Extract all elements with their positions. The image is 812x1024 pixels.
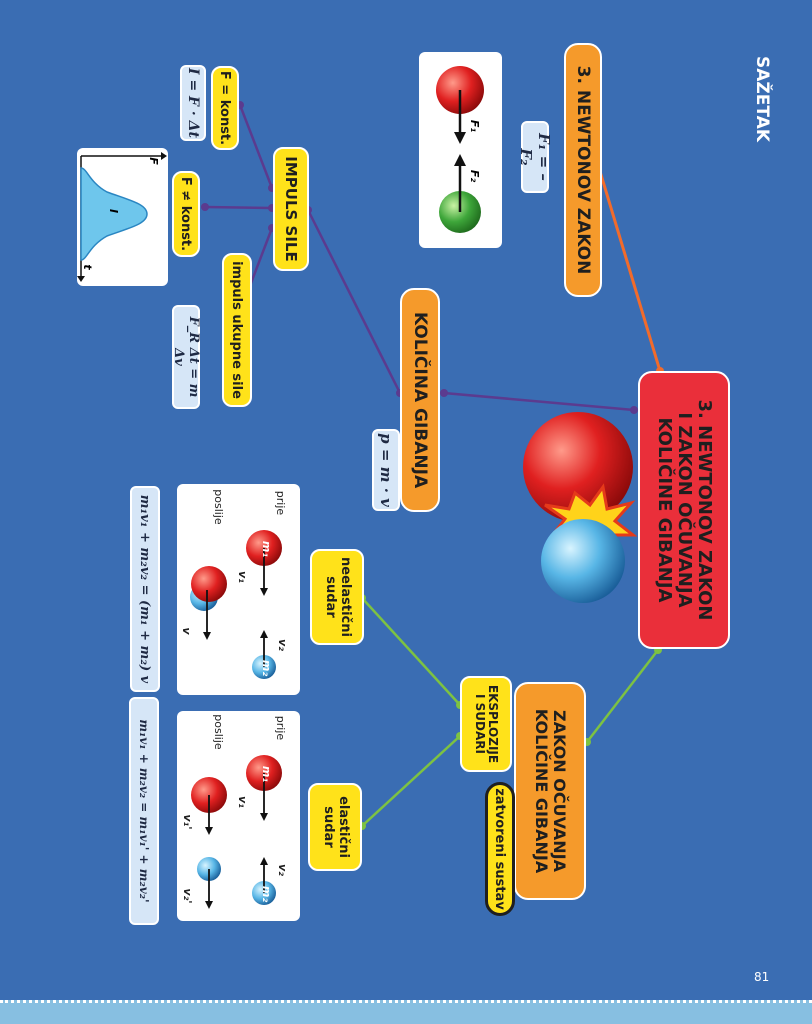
collision-illustration	[523, 412, 638, 603]
newton3-node: 3. NEWTONOV ZAKON	[564, 43, 602, 297]
elastic-drawing	[191, 755, 282, 909]
forces-card: F₁ F₂	[419, 52, 502, 248]
zatvoreni-sustav-pill: zatvoreni sustav	[485, 782, 515, 916]
inelastic-v2: v₂	[276, 639, 290, 651]
link-eksplozije-elasticni	[361, 735, 461, 827]
graph-axis-f: F	[147, 157, 161, 165]
impuls-node: IMPULS SILE	[273, 147, 309, 271]
elastic-v1: v₁	[236, 796, 250, 808]
zakon-node: ZAKON OČUVANJA KOLIČINE GIBANJA	[514, 682, 586, 900]
blue-ball-icon	[541, 519, 625, 603]
impulse-formula: I = F · Δt	[180, 65, 206, 141]
impulse-area	[80, 167, 148, 261]
inelastic-m1-after-icon	[191, 566, 227, 602]
elastic-before: prije	[274, 715, 288, 741]
elasticni-node: elastični sudar	[308, 783, 362, 871]
main-node: 3. NEWTONOV ZAKON I ZAKON OČUVANJA KOLIČ…	[638, 371, 730, 649]
link-impuls-kolicina	[306, 209, 402, 394]
label-f2: F₂	[468, 169, 482, 183]
inelastic-card: prije poslije m₁ m₂ v₁ v₂ v	[177, 484, 300, 695]
elastic-v2-prime: v₂'	[181, 888, 195, 904]
page-number: 81	[754, 970, 770, 984]
elastic-v1-prime: v₁'	[181, 814, 195, 830]
link-kolicina-main	[443, 391, 635, 412]
newton3-formula: F₁ = – F₂	[517, 121, 553, 193]
inelastic-m2: m₂	[260, 659, 274, 677]
force-time-plot	[77, 152, 167, 282]
elastic-card: prije poslije m₁ m₂ v₁ v₂ v₁' v₂'	[177, 711, 300, 921]
neelasticni-node: neelastični sudar	[310, 549, 364, 645]
elastic-after: poslije	[212, 714, 226, 750]
inelastic-v1: v₁	[236, 571, 250, 583]
inelastic-formula: m₁v₁ + m₂v₂ = (m₁ + m₂) v	[130, 486, 160, 692]
force-arrow-f2-icon	[454, 154, 466, 166]
elastic-v2: v₂	[276, 864, 290, 876]
momentum-formula: p = m · v	[372, 429, 400, 511]
inelastic-after: poslije	[212, 489, 226, 525]
inelastic-v: v	[180, 627, 194, 635]
elastic-m2: m₂	[260, 885, 274, 903]
bottom-strip	[0, 1000, 812, 1024]
link-eksplozije-neelasticni	[361, 597, 461, 706]
link-newton3-main	[594, 157, 662, 372]
label-f1: F₁	[468, 119, 482, 133]
elastic-formula: m₁v₁ + m₂v₂ = m₁v₁' + m₂v₂'	[129, 697, 159, 925]
f-not-konst-node: F ≠ konst.	[172, 171, 200, 257]
inelastic-m1: m₁	[260, 540, 274, 558]
inelastic-before: prije	[274, 490, 288, 516]
impulse-total-formula: F_R Δt = m Δv	[171, 305, 201, 409]
impuls-ukupne-node: impuls ukupne sile	[222, 253, 252, 407]
inelastic-drawing	[190, 530, 282, 679]
link-main-zakon	[586, 649, 659, 743]
link-impuls-fnotkonst	[204, 205, 273, 210]
link-impuls-fkonst	[238, 104, 274, 189]
section-heading: SAŽETAK	[752, 56, 772, 142]
graph-axis-t: t	[81, 264, 95, 270]
force-arrow-f1-icon	[454, 132, 466, 144]
force-time-graph: F t I	[77, 148, 168, 286]
eksplozije-node: EKSPLOZIJE I SUDARI	[460, 676, 512, 772]
forces-drawing	[436, 66, 484, 233]
f-konst-node: F = konst.	[211, 66, 239, 150]
kolicina-node: KOLIČINA GIBANJA	[400, 288, 440, 512]
elastic-m1: m₁	[260, 765, 274, 783]
graph-area-label: I	[107, 208, 121, 214]
